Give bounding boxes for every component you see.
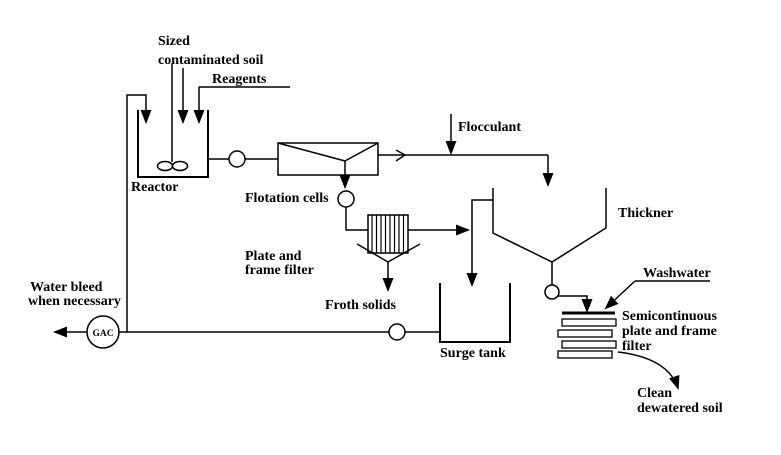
soil-feed-label-line1: Sized — [158, 34, 190, 49]
filter-plates-stripes — [371, 215, 405, 253]
surge-tank-vessel — [439, 283, 511, 343]
reagents-label: Reagents — [212, 72, 267, 87]
reactor-label: Reactor — [131, 180, 178, 195]
flow-direction-arrow — [395, 149, 406, 162]
pump-icon — [388, 323, 406, 341]
froth-solids-label: Froth solids — [325, 298, 396, 313]
semi-filter-label-line3: filter — [622, 339, 652, 354]
filter-funnel-right — [387, 243, 421, 263]
plate-frame-label-line2: frame filter — [245, 263, 314, 278]
thickener-label: Thickner — [618, 206, 673, 221]
flotation-baffle-left — [277, 142, 346, 162]
clean-soil-arrow — [617, 351, 680, 390]
flotation-cells-label: Flotation cells — [245, 191, 329, 206]
pump-icon — [544, 284, 560, 300]
filter-funnel-left — [356, 243, 389, 263]
thickener-vessel — [492, 188, 607, 263]
impeller-blade-right — [171, 160, 189, 172]
plate-frame-filter — [367, 214, 409, 254]
froth-pump-line — [345, 207, 368, 231]
impeller-blade-left — [156, 160, 174, 172]
underflow-feed-arrow — [558, 295, 593, 313]
recycle-line-arrow — [126, 94, 152, 332]
water-bleed-label-line2: when necessary — [28, 294, 121, 309]
clean-soil-label-line2: dewatered soil — [637, 401, 723, 416]
washwater-feed-arrow — [604, 280, 636, 310]
reactor-vessel — [137, 110, 209, 178]
semi-filter-label-line1: Semicontinuous — [622, 309, 717, 324]
surge-tank-label: Surge tank — [440, 346, 506, 361]
flotation-baffle-right — [344, 142, 379, 162]
clean-soil-label-line1: Clean — [637, 386, 672, 401]
washwater-label: Washwater — [643, 266, 711, 281]
flotation-cells-vessel — [277, 142, 379, 176]
pump-icon — [337, 190, 355, 208]
semi-filter-label-line2: plate and frame — [622, 324, 717, 339]
water-bleed-label-line1: Water bleed — [30, 280, 103, 295]
semicontinuous-filter-stack — [557, 311, 617, 359]
soil-feed-label-line2: contaminated soil — [158, 53, 264, 68]
plate-frame-label-line1: Plate and — [245, 249, 302, 264]
thickener-overflow-arrow — [466, 199, 493, 287]
flocculant-label: Flocculant — [458, 120, 521, 135]
gac-label: GAC — [92, 329, 113, 339]
pump-icon — [228, 150, 246, 168]
